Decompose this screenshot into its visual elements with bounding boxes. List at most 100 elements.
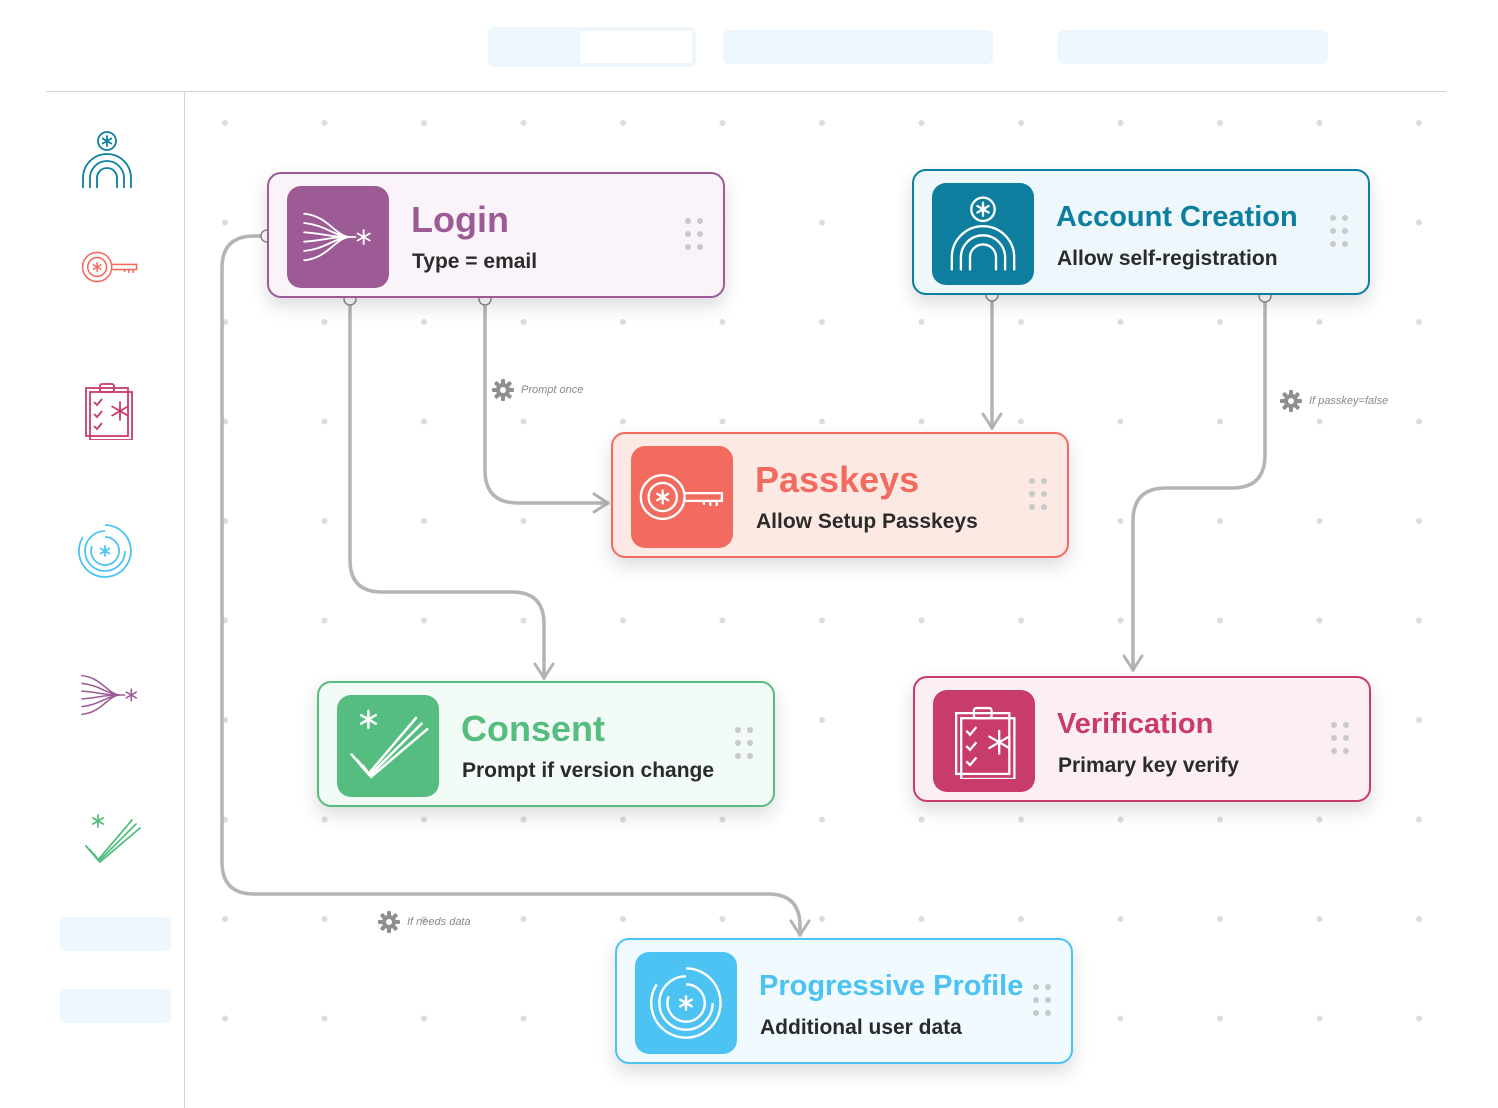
- grid-dot: [520, 518, 527, 524]
- sidebar-placeholder-2[interactable]: [60, 989, 171, 1023]
- grip-dot: [1045, 1010, 1051, 1016]
- grid-dot: [918, 319, 925, 325]
- grid-dot: [222, 219, 228, 226]
- grid-dot: [1316, 617, 1323, 624]
- grip-dot: [685, 231, 691, 237]
- grid-dot: [1316, 418, 1323, 425]
- node-icon-tile: [932, 183, 1034, 285]
- node-title: Login: [411, 199, 509, 240]
- node-progressive-profile[interactable]: Progressive Profile Additional user data: [615, 938, 1073, 1064]
- connector-login-consent[interactable]: [348, 298, 546, 680]
- grid-dot: [421, 120, 427, 126]
- node-icon-tile: [631, 446, 733, 548]
- drag-handle-icon[interactable]: [1033, 984, 1053, 1016]
- person-arch-icon: [950, 196, 1016, 271]
- node-consent[interactable]: Consent Prompt if version change: [317, 681, 775, 807]
- grid-dot: [321, 916, 328, 922]
- grid-dot: [918, 816, 925, 823]
- drag-handle-icon[interactable]: [1331, 722, 1351, 754]
- top-toolbar: [0, 0, 1498, 92]
- grip-dot: [1033, 984, 1039, 990]
- connector-login-progressive[interactable]: [220, 234, 802, 937]
- grip-dot: [1041, 491, 1047, 497]
- toolbar-placeholder-3[interactable]: [1058, 30, 1328, 64]
- drag-handle-icon[interactable]: [1029, 478, 1049, 510]
- double-check-icon[interactable]: [82, 810, 142, 870]
- grip-dot: [1033, 997, 1039, 1003]
- annotation-label: Prompt once: [521, 384, 584, 396]
- node-subtitle: Prompt if version change: [462, 759, 715, 782]
- sidebar-placeholder-1[interactable]: [60, 917, 171, 951]
- connector-login-passkeys[interactable]: [483, 298, 610, 505]
- arrowhead-passkeys-left: [592, 492, 610, 514]
- grip-dot: [1342, 241, 1348, 247]
- grid-dot: [620, 816, 626, 823]
- toolbar-placeholder-2[interactable]: [723, 30, 993, 64]
- grid-dot: [620, 916, 626, 922]
- grip-dot: [1343, 748, 1349, 754]
- clipboard-check-icon[interactable]: [78, 380, 138, 440]
- grip-dot: [1343, 722, 1349, 728]
- node-icon-tile: [287, 186, 389, 288]
- node-passkeys[interactable]: Passkeys Allow Setup Passkeys: [611, 432, 1069, 558]
- grid-dot: [1416, 219, 1422, 226]
- arrowhead-consent: [533, 662, 555, 680]
- drag-handle-icon[interactable]: [1330, 215, 1350, 247]
- grip-dot: [735, 740, 741, 746]
- drag-handle-icon[interactable]: [685, 218, 705, 250]
- grip-dot: [697, 231, 703, 237]
- grid-dot: [719, 617, 726, 624]
- grid-dot: [1217, 518, 1223, 524]
- grip-dot: [747, 753, 753, 759]
- grid-dot: [1117, 418, 1124, 425]
- grid-dot: [620, 319, 626, 325]
- grid-dot: [321, 518, 328, 524]
- view-toggle-active-segment[interactable]: [492, 31, 580, 63]
- connector-account-verification[interactable]: [1131, 295, 1267, 672]
- grid-dot: [1416, 617, 1422, 624]
- grip-dot: [1029, 491, 1035, 497]
- grid-dot: [321, 816, 328, 823]
- grid-dot: [1018, 319, 1024, 325]
- grid-dot: [520, 120, 527, 126]
- node-account-creation[interactable]: Account Creation Allow self-registration: [912, 169, 1370, 295]
- grid-dot: [1018, 916, 1024, 922]
- grid-dot: [1416, 418, 1422, 425]
- grid-dot: [918, 120, 925, 126]
- connectors: [220, 234, 1267, 937]
- grip-dot: [1331, 748, 1337, 754]
- arrowhead-verification: [1122, 654, 1144, 672]
- grid-dot: [520, 916, 527, 922]
- person-arch-icon[interactable]: [77, 130, 137, 190]
- refresh-spark-icon[interactable]: [75, 521, 135, 581]
- grid-dot: [321, 418, 328, 425]
- node-subtitle: Type = email: [412, 250, 538, 273]
- grid-dot: [1316, 120, 1323, 126]
- arrowhead-passkeys-top: [981, 412, 1003, 430]
- grip-dot: [1343, 735, 1349, 741]
- view-toggle[interactable]: [488, 27, 696, 67]
- grid-dot: [819, 816, 825, 823]
- node-verification[interactable]: Verification Primary key verify: [913, 676, 1371, 802]
- grid-dot: [1117, 617, 1124, 624]
- grid-dot: [719, 916, 726, 922]
- gear-icon: [378, 911, 400, 933]
- grid-dot: [819, 120, 825, 126]
- grid-dot: [421, 319, 427, 325]
- node-title: Progressive Profile: [759, 970, 1024, 1002]
- branch-spark-icon[interactable]: [80, 665, 140, 725]
- drag-handle-icon[interactable]: [735, 727, 755, 759]
- toolbar-divider: [46, 91, 1446, 92]
- key-icon[interactable]: [80, 237, 140, 297]
- key-icon: [639, 473, 724, 521]
- grid-dot: [719, 319, 726, 325]
- grid-dot: [620, 617, 626, 624]
- node-login[interactable]: Login Type = email: [267, 172, 725, 298]
- grid-dot: [1117, 916, 1124, 922]
- grid-dot: [918, 617, 925, 624]
- grid-dot: [222, 1015, 228, 1022]
- grid-dot: [1416, 319, 1422, 325]
- grid-dot: [321, 1015, 328, 1022]
- grip-dot: [1041, 478, 1047, 484]
- grip-dot: [735, 753, 741, 759]
